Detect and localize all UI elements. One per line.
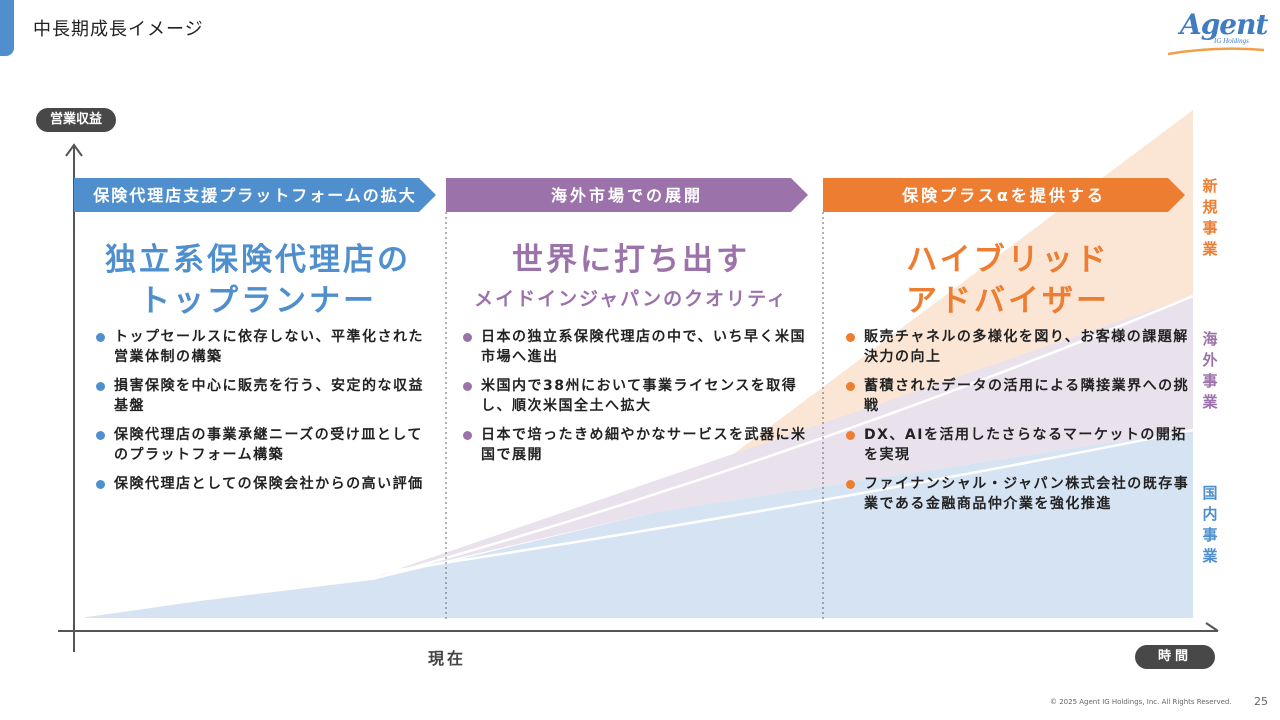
x-axis-arrow-icon xyxy=(1205,622,1219,632)
banner-overseas: 海外市場での展開 xyxy=(446,178,808,212)
y-axis-arrow-icon xyxy=(65,143,83,157)
heading-line: ハイブリッド xyxy=(906,242,1110,278)
bullet-icon xyxy=(463,382,472,391)
bullet-icon xyxy=(463,431,472,440)
domestic-area xyxy=(85,430,1193,618)
bullet-icon xyxy=(96,480,105,489)
copyright-text: © 2025 Agent IG Holdings, Inc. All Right… xyxy=(1050,698,1232,706)
subheading-made-in-japan: メイドインジャパンのクオリティ xyxy=(474,288,788,310)
heading-top-runner: 独立系保険代理店の トップランナー xyxy=(80,240,436,322)
list-item: 保険代理店の事業承継ニーズの受け皿としてのプラットフォーム構築 xyxy=(96,425,428,465)
list-item: 日本の独立系保険代理店の中で、いち早く米国市場へ進出 xyxy=(463,327,813,367)
page-number: 25 xyxy=(1254,695,1268,708)
list-item: 蓄積されたデータの活用による隣接業界への挑戦 xyxy=(846,376,1192,416)
bullet-icon xyxy=(846,382,855,391)
banner-plus-alpha: 保険プラスαを提供する xyxy=(823,178,1185,212)
bullet-icon xyxy=(96,431,105,440)
bullet-icon xyxy=(846,480,855,489)
logo-swoosh-icon xyxy=(1167,47,1265,56)
heading-world: 世界に打ち出す xyxy=(446,240,816,281)
list-item: DX、AIを活用したさらなるマーケットの開拓を実現 xyxy=(846,425,1192,465)
page-title: 中長期成長イメージ xyxy=(33,19,204,40)
list-item: ファイナンシャル・ジャパン株式会社の既存事業である金融商品仲介業を強化推進 xyxy=(846,474,1192,514)
bullet-list-new: 販売チャネルの多様化を図り、お客様の課題解決力の向上 蓄積されたデータの活用によ… xyxy=(846,327,1192,523)
bullet-list-overseas: 日本の独立系保険代理店の中で、いち早く米国市場へ進出 米国内で38州において事業… xyxy=(463,327,813,474)
overseas-boundary xyxy=(371,294,1194,581)
heading-hybrid-advisor: ハイブリッド アドバイザー xyxy=(823,240,1193,322)
list-item: 保険代理店としての保険会社からの高い評価 xyxy=(96,474,428,494)
domestic-boundary xyxy=(84,428,1194,618)
bullet-icon xyxy=(96,382,105,391)
heading-line: 世界に打ち出す xyxy=(512,242,750,278)
logo-wordmark: Agent xyxy=(1180,8,1268,41)
bullet-icon xyxy=(96,333,105,342)
logo-subtitle: IG Holdings xyxy=(1214,37,1249,45)
segment-label-overseas: 海外事業 xyxy=(1202,330,1218,411)
heading-line: トップランナー xyxy=(139,283,377,319)
list-item: 販売チャネルの多様化を図り、お客様の課題解決力の向上 xyxy=(846,327,1192,367)
list-item: トップセールスに依存しない、平準化された営業体制の構築 xyxy=(96,327,428,367)
bullet-icon xyxy=(846,333,855,342)
list-item: 米国内で38州において事業ライセンスを取得し、順次米国全土へ拡大 xyxy=(463,376,813,416)
bullet-icon xyxy=(846,431,855,440)
y-axis-label: 営業収益 xyxy=(36,108,116,132)
list-item: 日本で培ったきめ細やかなサービスを武器に米国で展開 xyxy=(463,425,813,465)
bullet-icon xyxy=(463,333,472,342)
agent-logo: Agent IG Holdings xyxy=(1166,8,1268,58)
now-label: 現在 xyxy=(428,649,467,668)
x-axis-label: 時間 xyxy=(1135,645,1215,669)
list-item: 損害保険を中心に販売を行う、安定的な収益基盤 xyxy=(96,376,428,416)
title-accent-tab xyxy=(0,0,14,56)
segment-label-domestic: 国内事業 xyxy=(1202,484,1218,565)
heading-line: 独立系保険代理店の xyxy=(105,242,411,278)
heading-line: アドバイザー xyxy=(906,283,1110,319)
bullet-list-domestic: トップセールスに依存しない、平準化された営業体制の構築 損害保険を中心に販売を行… xyxy=(96,327,428,503)
segment-label-new: 新規事業 xyxy=(1202,177,1218,258)
overseas-area xyxy=(372,296,1193,578)
banner-platform: 保険代理店支援プラットフォームの拡大 xyxy=(74,178,436,212)
